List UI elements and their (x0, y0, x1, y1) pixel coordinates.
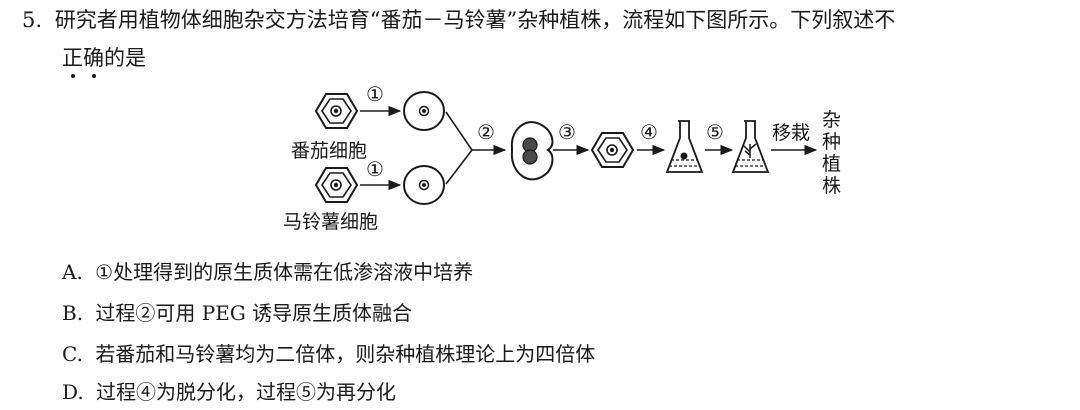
option-b-letter: B. (62, 301, 84, 325)
question-stem: 研究者用植物体细胞杂交方法培育“番茄－马铃薯”杂种植株，流程如下图所示。下列叙述… (54, 8, 896, 32)
callus-flask-icon (665, 120, 704, 173)
emphasis-char-2: 确 (83, 46, 104, 78)
transplant-label: 移栽 (772, 122, 810, 144)
option-c-text: 若番茄和马铃薯均为二倍体，则杂种植株理论上为四倍体 (95, 342, 596, 366)
tomato-cell-icon (314, 93, 359, 129)
step1-bottom-label: ① (366, 157, 384, 181)
tomato-protoplast-icon (403, 91, 445, 131)
emphasis-not-correct: 正确 (62, 46, 104, 78)
potato-protoplast-icon (403, 165, 445, 205)
potato-cell-icon (314, 167, 359, 203)
fusion-process-diagram: 番茄细胞 马铃薯细胞 ① ① ② ③ (283, 82, 841, 233)
question-line-2: 正确的是 (62, 44, 146, 78)
option-c-letter: C. (62, 342, 83, 366)
option-a-letter: A. (62, 260, 83, 284)
plantlet-flask-icon (731, 120, 770, 173)
question-line-1: 5. 研究者用植物体细胞杂交方法培育“番茄－马铃薯”杂种植株，流程如下图所示。下… (22, 6, 895, 34)
option-a-text: ①处理得到的原生质体需在低渗溶液中培养 (95, 260, 474, 284)
option-b-text: 过程②可用 PEG 诱导原生质体融合 (95, 301, 413, 325)
hybrid-plant-label: 杂 种 植 株 (822, 109, 841, 197)
option-b[interactable]: B. 过程②可用 PEG 诱导原生质体融合 (62, 299, 412, 327)
step5-label: ⑤ (706, 120, 724, 144)
step1-top-label: ① (366, 82, 384, 106)
hybrid-char-2: 种 (822, 131, 841, 153)
fused-cell-icon (510, 121, 554, 181)
question-stem-end: 的是 (104, 46, 146, 70)
tomato-cell-label: 番茄细胞 (291, 140, 367, 162)
option-d-letter: D. (62, 380, 84, 404)
hybrid-char-3: 植 (822, 153, 841, 175)
step4-label: ④ (640, 120, 658, 144)
potato-cell-label: 马铃薯细胞 (283, 211, 378, 233)
question-number: 5. (22, 8, 43, 32)
converge-lines (445, 111, 473, 185)
emphasis-char-1: 正 (62, 46, 83, 78)
hybrid-char-4: 株 (822, 175, 841, 197)
hybrid-char-1: 杂 (822, 109, 841, 131)
step2-label: ② (477, 120, 495, 144)
step3-label: ③ (558, 120, 576, 144)
option-c[interactable]: C. 若番茄和马铃薯均为二倍体，则杂种植株理论上为四倍体 (62, 340, 595, 368)
option-a[interactable]: A. ①处理得到的原生质体需在低渗溶液中培养 (62, 258, 473, 286)
option-d-text: 过程④为脱分化，过程⑤为再分化 (96, 380, 397, 404)
option-d[interactable]: D. 过程④为脱分化，过程⑤为再分化 (62, 378, 396, 406)
hybrid-cell-icon (590, 132, 635, 168)
